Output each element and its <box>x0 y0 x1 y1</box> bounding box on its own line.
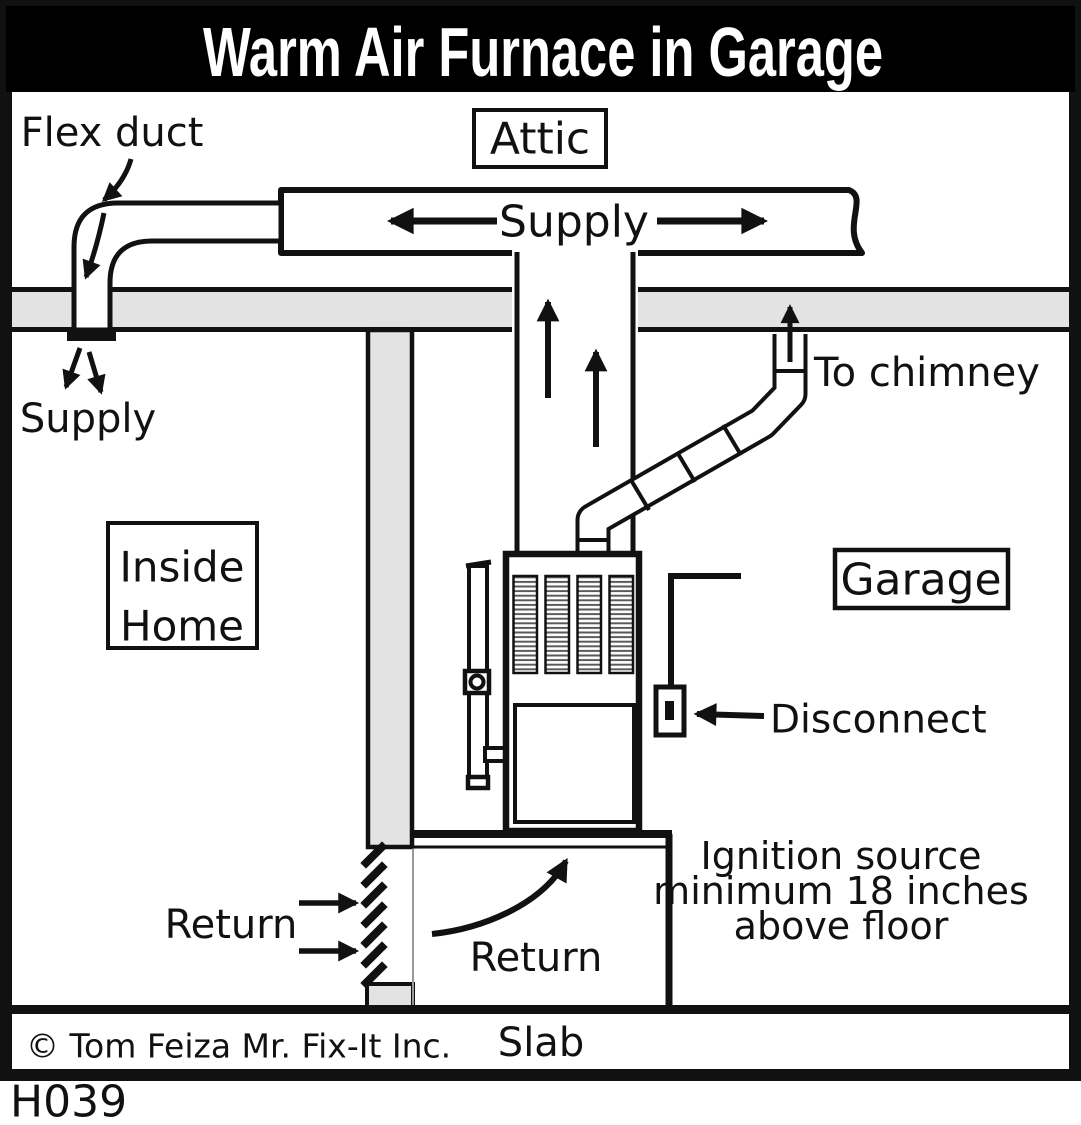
floor-slab: Slab © Tom Feiza Mr. Fix-It Inc. <box>12 1005 1069 1066</box>
gas-pipe-top-cap <box>465 559 492 569</box>
floor-line <box>12 1005 1069 1014</box>
supply-trunk-duct: Supply <box>278 187 865 256</box>
flex-duct: Flex duct Supply <box>20 110 284 442</box>
disconnect-label: Disconnect <box>770 698 987 743</box>
to-chimney-label: To chimney <box>813 350 1040 396</box>
furnace <box>502 550 643 835</box>
return-flow-arrow <box>431 858 569 937</box>
diagram-code: H039 <box>10 1077 127 1125</box>
ignition-note: Ignition source minimum 18 inches above … <box>653 834 1029 948</box>
gas-valve-handle <box>468 673 486 691</box>
copyright-text: © Tom Feiza Mr. Fix-It Inc. <box>26 1027 451 1066</box>
ignition-note-line3: above floor <box>734 904 949 948</box>
ignition-note-line1: Ignition source <box>700 834 981 878</box>
garage-label-box: Garage <box>832 547 1011 611</box>
gas-drip-leg-cap <box>465 774 491 791</box>
ignition-note-line2: minimum 18 inches <box>653 869 1029 913</box>
supply-trunk-body <box>278 187 865 256</box>
title-bar-background <box>6 6 1075 92</box>
inside-home-label-line1: Inside <box>119 543 244 592</box>
wall-sill <box>365 982 415 1009</box>
supply-trunk-label: Supply <box>499 197 649 248</box>
furnace-louvers <box>512 574 635 675</box>
return-wall-callout: Return <box>165 892 360 962</box>
disconnect: Disconnect <box>653 573 987 743</box>
supply-branch-label: Supply <box>20 396 156 442</box>
supply-splay-arrow-right <box>86 351 106 395</box>
flue-pipe: To chimney <box>575 304 1040 557</box>
flex-duct-pointer-arrow <box>101 158 134 202</box>
slab-label: Slab <box>498 1020 584 1066</box>
flex-duct-flow-arrow <box>82 212 107 280</box>
page-title: Warm Air Furnace in Garage <box>203 13 883 91</box>
attic-label-box: Attic <box>472 108 608 169</box>
flue-joints <box>577 369 807 542</box>
disconnect-switch <box>665 701 674 720</box>
interior-wall <box>360 327 415 1009</box>
ceiling <box>12 287 1069 332</box>
inside-home-label-box: Inside Home <box>106 521 259 651</box>
furnace-platform: Return <box>411 830 673 1007</box>
furnace-door-panel <box>513 703 636 824</box>
return-grille <box>360 841 388 989</box>
return-wall-label: Return <box>165 902 298 948</box>
flex-duct-end-cap <box>67 328 116 341</box>
flex-duct-label: Flex duct <box>21 110 204 156</box>
wall-body <box>365 327 415 850</box>
gas-pipe <box>462 559 511 791</box>
garage-label: Garage <box>840 555 1001 606</box>
return-platform-label: Return <box>470 935 603 981</box>
title-bar: Warm Air Furnace in Garage <box>6 6 1075 92</box>
supply-splay-arrow-left <box>62 347 83 390</box>
inside-home-label-line2: Home <box>120 602 244 651</box>
attic-label: Attic <box>490 114 590 165</box>
disconnect-pointer-arrow <box>693 703 765 726</box>
disconnect-conduit <box>668 573 741 687</box>
